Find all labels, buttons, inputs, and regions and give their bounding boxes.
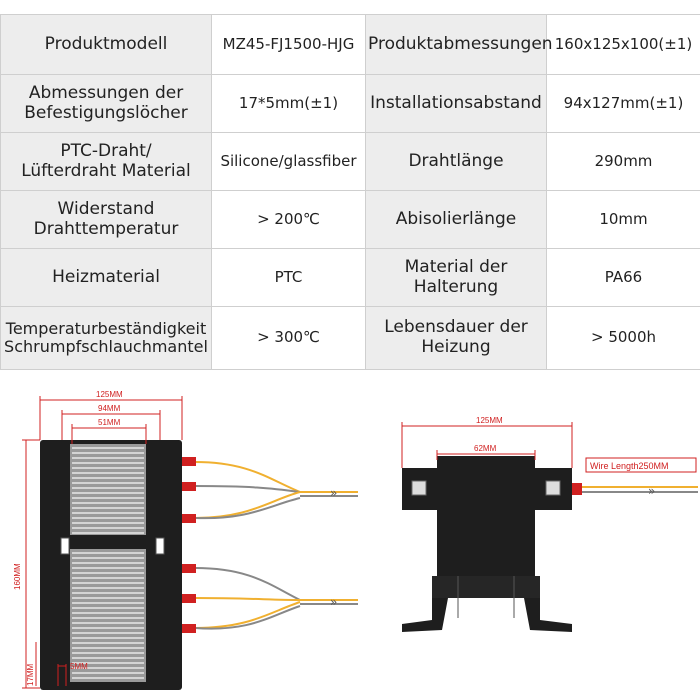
side-dim-inner-label: 62MM	[474, 444, 497, 453]
spec-label: Produktabmessungen	[365, 14, 553, 75]
spec-value: MZ45-FJ1500-HJG	[211, 14, 366, 75]
spec-value: > 300℃	[211, 306, 366, 370]
spec-value: 94x127mm(±1)	[546, 74, 700, 133]
spec-label: PTC-Draht/ Lüfterdraht Material	[0, 132, 212, 191]
mount-hole	[60, 537, 70, 555]
spec-label: Abisolierlänge	[365, 190, 547, 249]
spec-label: Temperaturbeständigkeit Schrumpfschlauch…	[0, 306, 212, 370]
heater-fins	[70, 444, 146, 682]
spec-value: 290mm	[546, 132, 700, 191]
spec-label: Widerstand Drahttemperatur	[0, 190, 212, 249]
dim-width-label: 125MM	[96, 390, 123, 399]
table-row: Abmessungen der Befestigungslöcher 17*5m…	[0, 74, 700, 133]
spec-value: 17*5mm(±1)	[211, 74, 366, 133]
dimension-diagram: » »	[13, 390, 698, 690]
front-view: » »	[13, 390, 358, 690]
spec-label: Installationsabstand	[365, 74, 547, 133]
side-dim-width-label: 125MM	[476, 416, 503, 425]
side-foot-right	[524, 598, 572, 632]
table-row: Produktmodell MZ45-FJ1500-HJG Produktabm…	[0, 14, 700, 75]
side-body-core	[437, 456, 535, 576]
spec-label: Heizmaterial	[0, 248, 212, 307]
svg-text:»: »	[330, 595, 337, 609]
table-row: Widerstand Drahttemperatur > 200℃ Abisol…	[0, 190, 700, 249]
mount-hole	[155, 537, 165, 555]
front-dimensions	[22, 396, 183, 689]
bolt-icon	[545, 480, 561, 496]
spec-value: PTC	[211, 248, 366, 307]
side-view: » 125MM 62MM Wire Length250MM	[401, 416, 698, 632]
spec-label: Drahtlänge	[365, 132, 547, 191]
spec-table: Produktmodell MZ45-FJ1500-HJG Produktabm…	[0, 14, 700, 370]
spec-value: 10mm	[546, 190, 700, 249]
side-dimensions	[401, 422, 697, 473]
wire-length-label: Wire Length250MM	[590, 461, 669, 471]
table-row: PTC-Draht/ Lüfterdraht Material Silicone…	[0, 132, 700, 191]
side-base	[432, 576, 540, 598]
bolt-icon	[411, 480, 427, 496]
side-foot-left	[402, 598, 448, 632]
spec-value: > 5000h	[546, 306, 700, 370]
dim-hole-height-label: 17MM	[26, 663, 35, 686]
spec-value: > 200℃	[211, 190, 366, 249]
spec-label: Lebensdauer der Heizung	[365, 306, 547, 370]
wire-connectors	[180, 457, 196, 633]
side-wires: »	[580, 484, 698, 498]
dim-inner-label: 51MM	[98, 418, 121, 427]
spec-label: Material der Halterung	[365, 248, 547, 307]
dim-mount-label: 94MM	[98, 404, 121, 413]
lower-wires: »	[194, 567, 358, 630]
upper-wires: »	[194, 461, 358, 520]
spec-value: 160x125x100(±1)	[546, 14, 700, 75]
dim-hole-width-label: 5MM	[70, 662, 88, 671]
table-row: Temperaturbeständigkeit Schrumpfschlauch…	[0, 306, 700, 370]
spec-label: Abmessungen der Befestigungslöcher	[0, 74, 212, 133]
spec-value: Silicone/glassfiber	[211, 132, 366, 191]
spec-value: PA66	[546, 248, 700, 307]
table-row: Heizmaterial PTC Material der Halterung …	[0, 248, 700, 307]
svg-text:»: »	[330, 486, 337, 500]
spec-label: Produktmodell	[0, 14, 212, 75]
svg-text:»: »	[648, 484, 655, 498]
dim-height-label: 160MM	[13, 563, 22, 590]
